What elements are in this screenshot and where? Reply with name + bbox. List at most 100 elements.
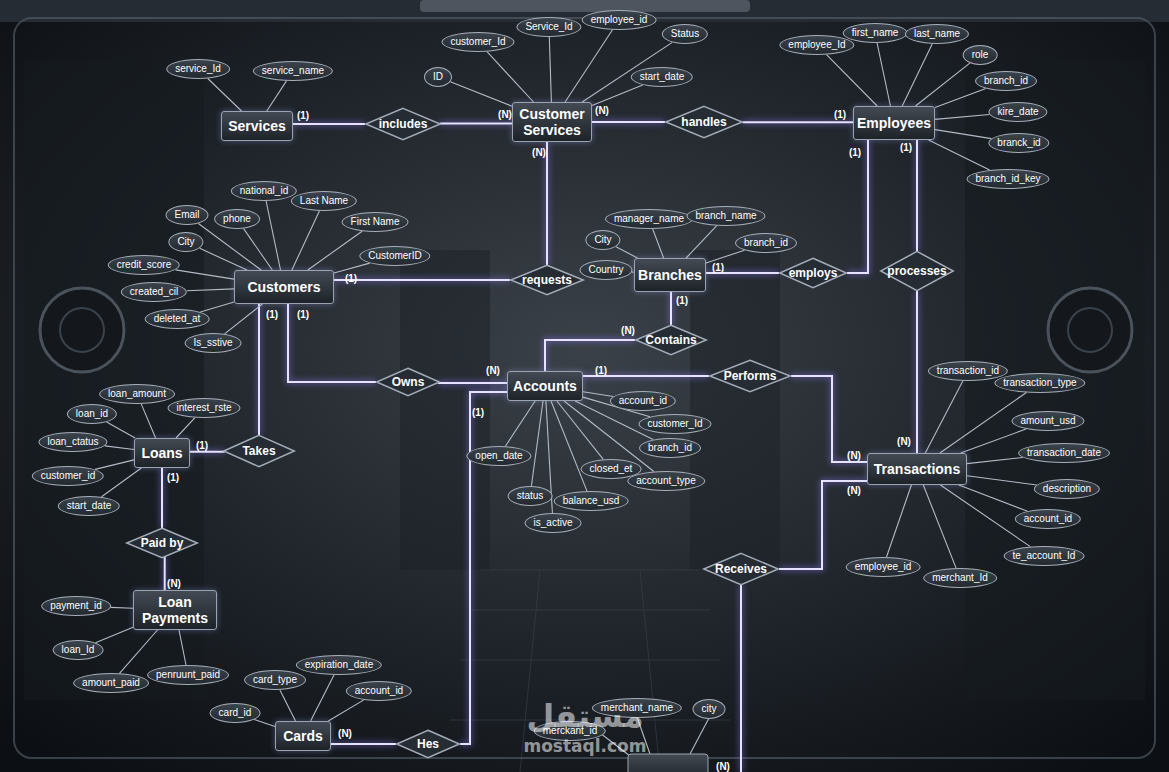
relationship-name: includes (379, 117, 428, 131)
relationship-diamond: Owns (376, 368, 440, 396)
attribute-ellipse: Email (165, 205, 208, 225)
attribute-ellipse: interest_rste (167, 398, 240, 418)
attribute-name: manager_name (614, 213, 684, 224)
cardinality-label: (N) (498, 109, 512, 120)
attribute-ellipse: branch_name (686, 206, 765, 226)
attribute-ellipse: te_account_Id (1004, 546, 1085, 566)
attribute-name: account_id (1024, 513, 1072, 524)
relationship-name: processes (887, 264, 946, 278)
attribute-name: national_id (240, 185, 288, 196)
attribute-ellipse: account_id (1015, 509, 1081, 529)
relationship-name: Takes (242, 444, 275, 458)
entity-box: Loans (134, 438, 190, 468)
relationship-line (161, 468, 163, 528)
attribute-name: is_active (534, 517, 573, 528)
attribute-name: last_name (914, 28, 960, 39)
frame (14, 18, 1155, 758)
attribute-ellipse: start_date (58, 496, 120, 516)
attribute-ellipse: national_id (231, 181, 297, 201)
cardinality-label: (N) (847, 450, 861, 461)
attribute-ellipse: loan_Id (53, 640, 104, 660)
leader-line (690, 718, 709, 754)
watermark: مستقل (526, 697, 643, 735)
attribute-name: First Name (351, 216, 400, 227)
attribute-line (102, 468, 142, 497)
attribute-name: first_name (852, 27, 899, 38)
attribute-ellipse: expiration_date (296, 655, 382, 675)
relationship-line (293, 123, 365, 125)
attribute-line (686, 226, 717, 258)
attribute-name: amount_usd (1020, 415, 1075, 426)
attribute-line (208, 79, 242, 112)
entity-name: Loan Payments (138, 594, 212, 626)
attribute-ellipse: account_id (346, 681, 412, 701)
diamond-shape (666, 106, 742, 137)
attribute-ellipse: role (963, 45, 998, 65)
attribute-line (551, 401, 587, 491)
relationship-diamond: Receives (703, 553, 779, 585)
attribute-ellipse: description (1034, 479, 1100, 499)
attribute-name: Status (671, 28, 699, 39)
relationship-line (545, 340, 635, 371)
diamond-shape (881, 251, 954, 290)
attribute-line (961, 429, 1026, 453)
attribute-ellipse: transaction_type (994, 373, 1085, 393)
entity-box: Accounts (507, 371, 583, 401)
attribute-name: customer_id (41, 470, 95, 481)
attribute-name: loan_ctatus (47, 436, 98, 447)
attribute-name: description (1043, 483, 1091, 494)
cardinality-label: (1) (167, 472, 179, 483)
attribute-ellipse: merchant_Id (923, 568, 997, 588)
attribute-name: closed_et (590, 463, 633, 474)
attribute-ellipse: loan_amount (99, 384, 175, 404)
diamond-shape (377, 368, 440, 395)
attribute-line (557, 401, 603, 459)
attribute-name: branch_name (695, 210, 756, 221)
server-rack (690, 250, 780, 570)
cardinality-label: (1) (345, 273, 357, 284)
cardinality-label: (1) (266, 309, 278, 320)
attribute-line (176, 270, 235, 279)
relationship-line (743, 121, 854, 123)
attribute-ellipse: loan_id (67, 404, 117, 424)
attribute-line (107, 422, 136, 438)
attribute-line (592, 85, 643, 106)
attribute-line (935, 89, 986, 108)
attribute-name: transaction_date (1027, 447, 1101, 458)
floor-grid (450, 570, 730, 772)
relationship-name: requests (522, 273, 572, 287)
diamond-shape (710, 360, 790, 391)
attribute-name: account_id (619, 395, 667, 406)
cardinality-label: (N) (338, 728, 352, 739)
attribute-ellipse: customer_Id (441, 32, 514, 52)
cardinality-label: (N) (716, 761, 730, 772)
entity-name: Cards (283, 728, 323, 744)
relationship-diamond: employs (779, 258, 847, 288)
relationship-line (440, 123, 512, 125)
entity-name: Transactions (874, 461, 960, 477)
attribute-line (311, 675, 334, 721)
entity-box (628, 754, 708, 772)
attribute-name: account_id (355, 685, 403, 696)
attribute-name: branch_id (648, 442, 692, 453)
attribute-line (916, 63, 970, 106)
attribute-line (266, 201, 280, 270)
attribute-line (967, 458, 1023, 464)
cardinality-label: (N) (595, 105, 609, 116)
attribute-ellipse: customer_Id (638, 414, 711, 434)
relationship-line (334, 279, 510, 281)
attribute-line (505, 401, 535, 446)
attribute-ellipse: City (168, 232, 203, 252)
attribute-name: payment_id (50, 600, 102, 611)
entity-box: Customer Services (512, 102, 592, 142)
fan (40, 288, 124, 372)
attribute-line (198, 224, 261, 271)
attribute-ellipse: loan_ctatus (38, 432, 107, 452)
attribute-ellipse: Country (579, 260, 632, 280)
attribute-name: service_Id (175, 63, 221, 74)
attribute-ellipse: customer_id (32, 466, 104, 486)
relationship-line (258, 304, 260, 435)
attribute-name: City (594, 234, 611, 245)
attribute-name: phone (223, 213, 251, 224)
relationship-diamond: handles (665, 106, 743, 138)
